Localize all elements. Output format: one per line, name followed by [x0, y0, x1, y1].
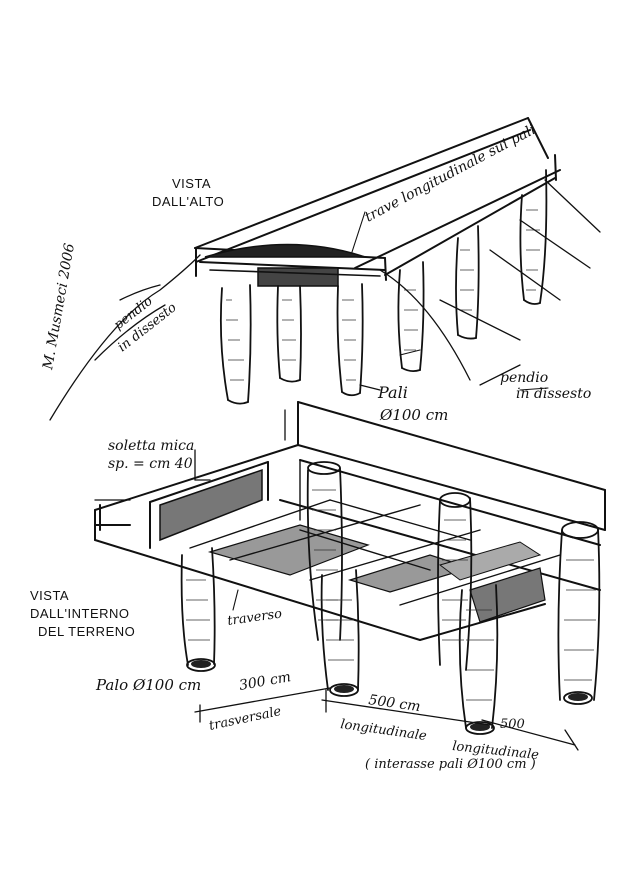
- lower-deck: [94, 401, 606, 641]
- label-pendio-2b: in dissesto: [516, 386, 591, 402]
- label-pali-2: Ø100 cm: [379, 406, 448, 424]
- upper-piles: [219, 169, 548, 405]
- signature: M. Musmeci 2006: [40, 242, 78, 372]
- label-vista-alto-2: DALL'ALTO: [152, 194, 224, 209]
- lower-pile-hatch: [186, 489, 596, 701]
- label-vista-int-3: DEL TERRENO: [38, 624, 135, 639]
- lower-beams: [189, 459, 561, 606]
- pile-sections: [191, 660, 588, 731]
- lower-piles: [180, 461, 601, 735]
- label-traverso: traverso: [226, 606, 283, 629]
- label-vista-int-1: VISTA: [30, 588, 69, 603]
- label-pali-1: Pali: [377, 383, 408, 402]
- label-dim-500b: 500: [500, 717, 525, 732]
- upper-trave: [204, 243, 381, 287]
- dimension-lines: [94, 409, 579, 751]
- label-palo: Palo Ø100 cm: [95, 676, 201, 694]
- upper-pile-hatch: [226, 209, 540, 381]
- label-dim-300: 300 cm: [238, 669, 292, 694]
- label-pendio-2: pendio: [500, 370, 548, 386]
- label-longitudinale: longitudinale: [339, 717, 427, 744]
- label-interasse: ( interasse pali Ø100 cm ): [365, 757, 536, 772]
- leader-lines: [232, 211, 549, 611]
- label-dim-500: 500 cm: [367, 692, 421, 715]
- lower-hatched-panels: [159, 468, 546, 623]
- upper-deck: [194, 117, 561, 281]
- label-soletta-2: sp. = cm 40: [108, 456, 193, 472]
- label-soletta-1: soletta mica: [108, 438, 194, 454]
- label-trasversale: trasversale: [208, 704, 283, 734]
- label-vista-int-2: DALL'INTERNO: [30, 606, 130, 621]
- label-vista-alto-1: VISTA: [172, 176, 211, 191]
- upper-slope: [49, 179, 601, 421]
- label-trave-longitudinale: trave longitudinale sui pali: [362, 122, 538, 226]
